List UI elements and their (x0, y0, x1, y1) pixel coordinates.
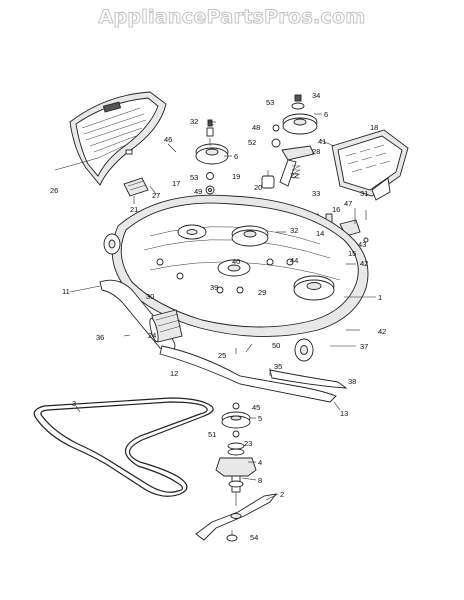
callout-50: 50 (272, 341, 280, 350)
callout-5: 5 (258, 414, 262, 423)
callout-4: 4 (258, 458, 262, 467)
mower-deck (103, 194, 369, 362)
callout-32a: 32 (190, 117, 198, 126)
callout-37: 37 (360, 342, 368, 351)
callout-35: 35 (274, 362, 282, 371)
callout-24: 24 (148, 331, 156, 340)
callout-1: 1 (378, 293, 382, 302)
callout-14: 14 (316, 229, 324, 238)
blade-spindle-assembly (215, 402, 257, 506)
callout-42b: 42 (378, 327, 386, 336)
belt-cover-right (319, 129, 409, 201)
callout-2: 2 (280, 490, 284, 499)
bracket-21 (123, 177, 157, 204)
callout-17: 17 (172, 179, 180, 188)
callout-52: 52 (248, 138, 256, 147)
callout-13: 13 (340, 409, 348, 418)
drive-belt (33, 397, 214, 497)
callout-26: 26 (50, 186, 58, 195)
callout-labels: 1 2 3 4 5 6 6 8 11 12 13 14 15 16 17 18 … (50, 91, 386, 542)
callout-30: 30 (146, 292, 154, 301)
callout-33: 33 (312, 189, 320, 198)
callout-39: 39 (210, 283, 218, 292)
callout-28: 28 (312, 147, 320, 156)
callout-40: 40 (232, 257, 240, 266)
callout-46: 46 (164, 135, 172, 144)
callout-18: 18 (370, 123, 378, 132)
callout-16: 16 (332, 205, 340, 214)
callout-6a: 6 (234, 152, 238, 161)
callout-36: 36 (96, 333, 104, 342)
callout-27: 27 (152, 191, 160, 200)
callout-49: 49 (194, 187, 202, 196)
lower-baffle (159, 343, 348, 403)
callout-3: 3 (72, 399, 76, 408)
callout-8: 8 (258, 476, 262, 485)
callout-44: 44 (290, 256, 298, 265)
callout-48: 48 (252, 123, 260, 132)
callout-34: 34 (312, 91, 320, 100)
callout-22: 22 (290, 171, 298, 180)
belt-cover-left (54, 91, 167, 186)
callout-42a: 42 (360, 259, 368, 268)
callout-43: 43 (358, 240, 366, 249)
mower-blade (195, 493, 278, 542)
callout-20: 20 (254, 183, 262, 192)
callout-15: 15 (348, 249, 356, 258)
watermark-logo: AppliancePartsPros.com (98, 6, 366, 29)
roller (149, 309, 183, 343)
callout-21: 21 (130, 205, 138, 214)
tensioner-arm-assembly (261, 94, 318, 189)
callout-53b: 53 (190, 173, 198, 182)
callout-53a: 53 (266, 98, 274, 107)
callout-51: 51 (208, 430, 216, 439)
callout-19: 19 (232, 172, 240, 181)
callout-23: 23 (244, 439, 252, 448)
idler-pulley-assembly (167, 119, 229, 195)
callout-29: 29 (258, 288, 266, 297)
callout-47: 47 (344, 199, 352, 208)
callout-41: 41 (318, 137, 326, 146)
callout-6b: 6 (324, 110, 328, 119)
callout-leaders (75, 113, 376, 501)
callout-12: 12 (170, 369, 178, 378)
callout-54: 54 (250, 533, 258, 542)
callout-25: 25 (218, 351, 226, 360)
callout-32b: 32 (290, 226, 298, 235)
callout-31: 31 (360, 189, 368, 198)
callout-11: 11 (62, 287, 70, 296)
callout-45: 45 (252, 403, 260, 412)
callout-38: 38 (348, 377, 356, 386)
